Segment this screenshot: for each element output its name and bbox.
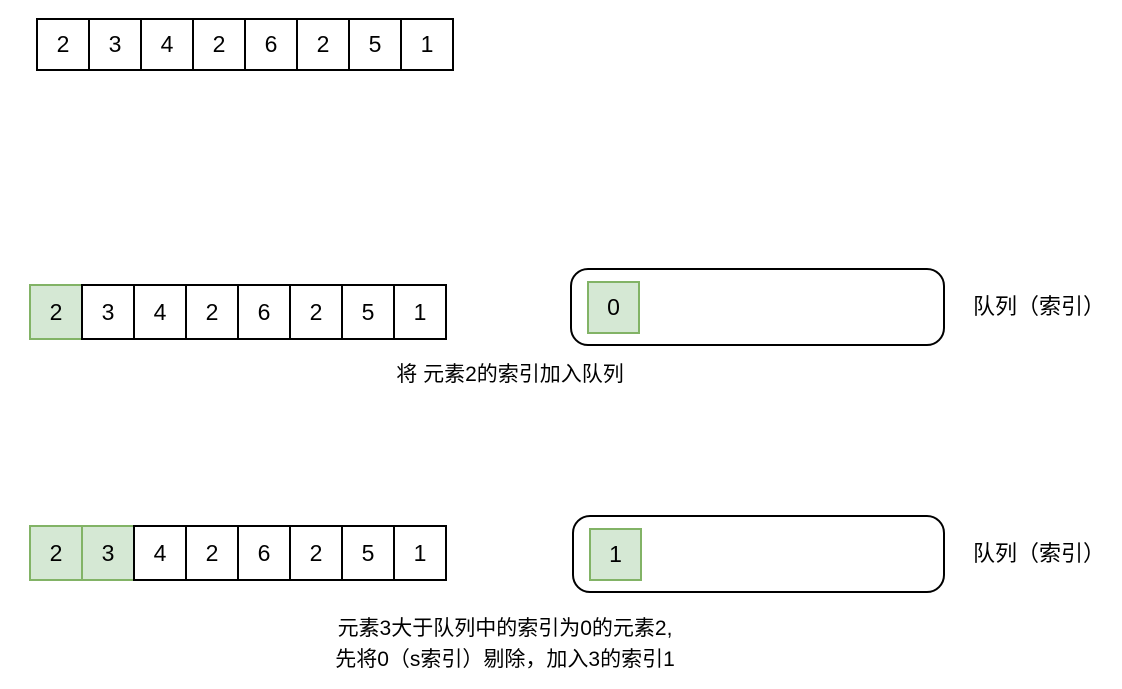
array-cell: 6: [237, 525, 291, 581]
step2-caption: 元素3大于队列中的索引为0的元素2, 先将0（s索引）剔除，加入3的索引1: [280, 613, 730, 675]
array-cell: 3: [88, 18, 142, 71]
queue-label: 队列（索引）: [973, 541, 1106, 566]
queue-item: 0: [587, 280, 640, 334]
queue-label: 队列（索引）: [973, 294, 1106, 319]
array-step2: 2 3 4 2 6 2 5 1: [29, 525, 447, 581]
array-cell: 6: [237, 284, 291, 340]
array-cell: 4: [140, 18, 194, 71]
array-cell: 4: [133, 284, 187, 340]
step2-caption-line1: 元素3大于队列中的索引为0的元素2,: [337, 617, 673, 640]
array-cell: 3: [81, 284, 135, 340]
array-cell: 4: [133, 525, 187, 581]
array-cell: 2: [289, 525, 343, 581]
step1-caption: 将 元素2的索引加入队列: [396, 363, 624, 386]
array-step1: 2 3 4 2 6 2 5 1: [29, 284, 447, 340]
array-cell: 5: [341, 284, 395, 340]
array-cell: 1: [393, 284, 447, 340]
array-cell-highlighted: 3: [81, 525, 135, 581]
array-cell: 2: [289, 284, 343, 340]
array-cell-highlighted: 2: [29, 525, 83, 581]
queue-item: 1: [589, 527, 642, 581]
queue-box-step1: 0: [570, 268, 945, 346]
step2-caption-line2: 先将0（s索引）剔除，加入3的索引1: [335, 648, 675, 671]
array-cell: 5: [348, 18, 402, 71]
array-cell-highlighted: 2: [29, 284, 83, 340]
array-cell: 2: [192, 18, 246, 71]
array-cell: 2: [296, 18, 350, 71]
array-cell: 6: [244, 18, 298, 71]
array-cell: 1: [393, 525, 447, 581]
array-cell: 2: [185, 525, 239, 581]
array-cell: 1: [400, 18, 454, 71]
array-initial: 2 3 4 2 6 2 5 1: [36, 18, 454, 71]
array-cell: 2: [36, 18, 90, 71]
array-cell: 2: [185, 284, 239, 340]
array-cell: 5: [341, 525, 395, 581]
queue-box-step2: 1: [572, 515, 945, 593]
